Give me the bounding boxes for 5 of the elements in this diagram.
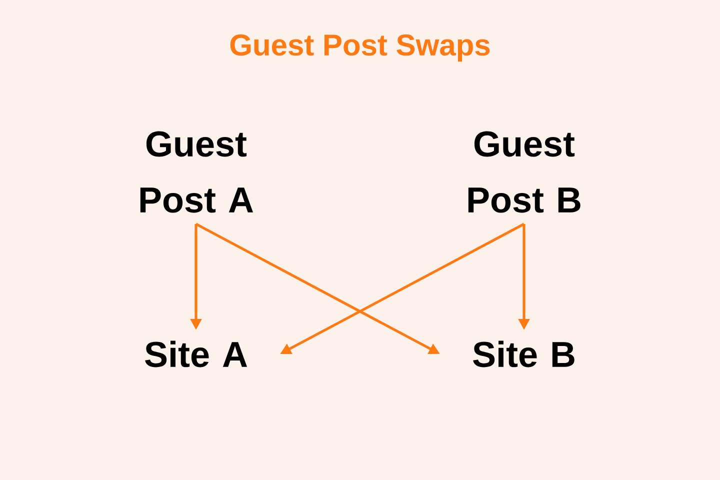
- node-label: Site B: [473, 340, 574, 368]
- node-label: Site A: [145, 340, 248, 368]
- title: Guest Post Swaps: [230, 34, 490, 62]
- node-label: Guest Post A: [140, 131, 254, 213]
- node-label: Guest Post B: [468, 131, 580, 213]
